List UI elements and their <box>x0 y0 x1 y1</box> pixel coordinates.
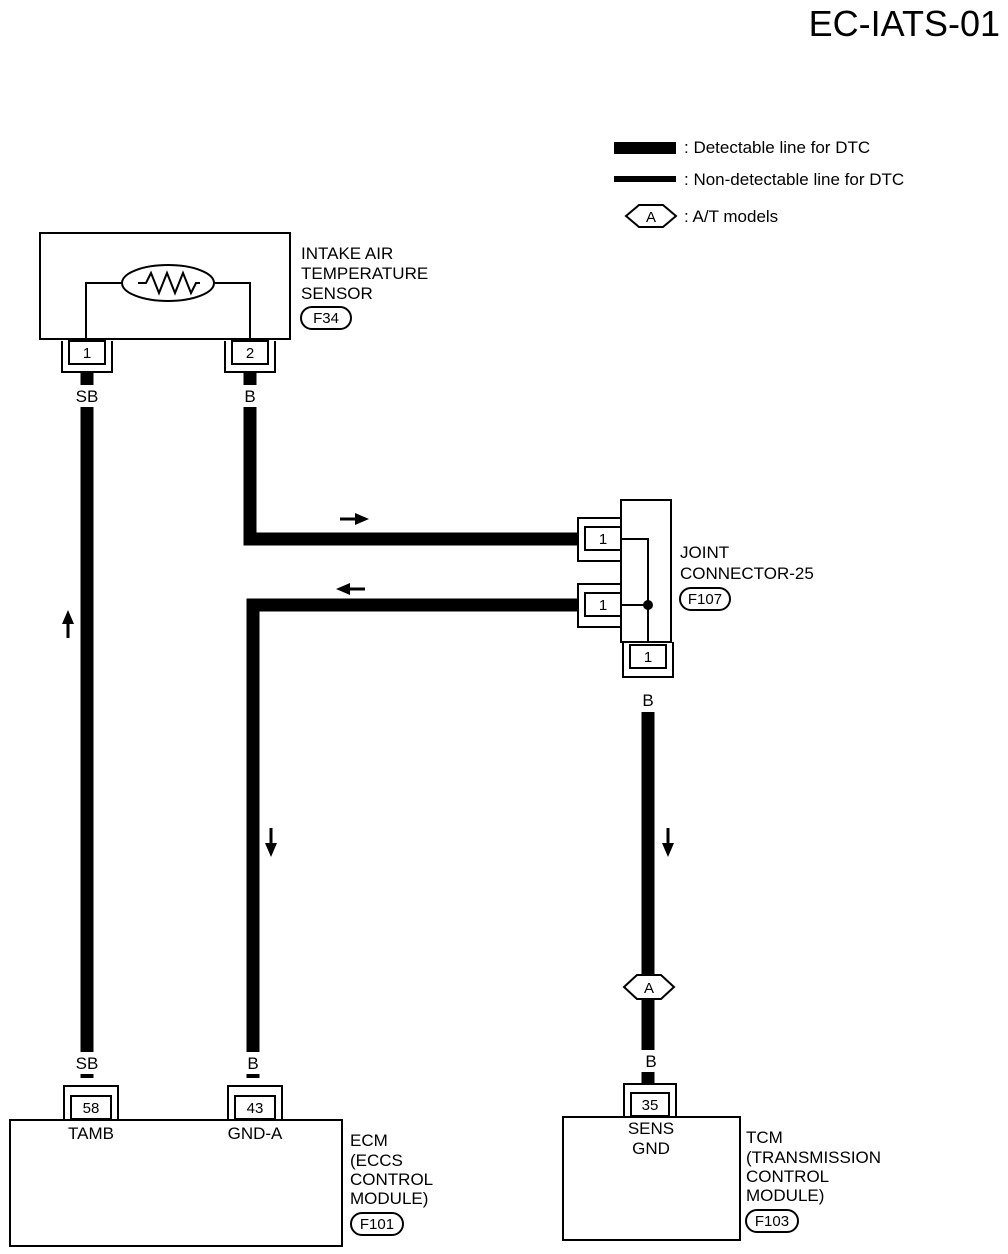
arrow-right-icon <box>340 513 369 525</box>
ecm-terminal-gnd-a: GND-A <box>228 1124 283 1143</box>
ecm-name-line-2: (ECCS <box>350 1151 403 1170</box>
wire-color-b-joint-bottom: B <box>642 691 653 710</box>
arrow-down-icon <box>662 828 674 857</box>
joint-name-line-1: JOINT <box>680 543 729 562</box>
ecm-connector-pin-58: 58 <box>63 1085 119 1120</box>
wire-b-sensor-to-joint <box>243 372 578 546</box>
joint-connector-id-badge <box>679 587 731 611</box>
tcm-name-line-3: CONTROL <box>746 1167 829 1186</box>
joint-name-line-2: CONNECTOR-25 <box>680 564 814 583</box>
svg-text:2: 2 <box>246 345 254 362</box>
arrow-down-icon <box>265 828 277 857</box>
sensor-connector-pin-2: 2 <box>224 340 276 373</box>
sensor-internal-wiring <box>85 282 122 339</box>
joint-connector-pin-lower: 1 <box>577 583 622 628</box>
direction-arrows <box>62 513 674 857</box>
sensor-name-line-2: TEMPERATURE <box>301 264 428 283</box>
arrow-left-icon <box>336 583 365 595</box>
wire-color-b-tcm: B <box>645 1052 656 1071</box>
ecm-module: 58 43 TAMB GND-A ECM (ECCS CONTROL MODUL… <box>9 1085 433 1247</box>
tcm-terminal-line-2: GND <box>632 1139 670 1158</box>
joint-connector-id: F107 <box>688 591 722 608</box>
wire-color-sb-top: SB <box>76 387 99 406</box>
ecm-connector-pin-43: 43 <box>227 1085 283 1120</box>
tcm-name-line-1: TCM <box>746 1128 783 1147</box>
svg-text:35: 35 <box>642 1097 659 1114</box>
label-masks <box>70 385 660 1074</box>
legend-option-symbol: A <box>646 209 656 226</box>
wire-color-sb-bottom: SB <box>76 1054 99 1073</box>
wire-b-joint-to-ecm <box>246 598 578 1078</box>
legend-non-detectable-line <box>614 176 676 182</box>
svg-text:1: 1 <box>599 531 607 548</box>
splice-dot <box>643 600 653 610</box>
intake-air-temperature-sensor: 1 2 INTAKE AIR TEMPERATURE SENSOR F34 <box>39 232 428 373</box>
tcm-body <box>562 1116 741 1241</box>
ecm-name-line-1: ECM <box>350 1131 388 1150</box>
arrow-up-icon <box>62 610 74 638</box>
legend-option-hexagon <box>624 204 678 228</box>
tcm-module: 35 SENS GND TCM (TRANSMISSION CONTROL MO… <box>562 1083 881 1241</box>
sensor-name-line-3: SENSOR <box>301 284 373 303</box>
option-marker: A <box>622 974 676 1000</box>
svg-text:1: 1 <box>644 649 652 666</box>
wire-color-b-joint-upper: B <box>550 530 561 549</box>
wire-color-b-joint-lower: B <box>550 596 561 615</box>
joint-connector-body <box>620 499 672 643</box>
ecm-terminal-tamb: TAMB <box>68 1124 114 1143</box>
ecm-name-line-4: MODULE) <box>350 1189 428 1208</box>
ecm-body <box>9 1119 343 1247</box>
tcm-terminal-line-1: SENS <box>628 1119 674 1138</box>
legend: : Detectable line for DTC : Non-detectab… <box>614 138 904 228</box>
legend-option-text: : A/T models <box>684 207 778 226</box>
sensor-name-line-1: INTAKE AIR <box>301 244 393 263</box>
tcm-name-line-4: MODULE) <box>746 1186 824 1205</box>
tcm-connector-pin-35: 35 <box>623 1083 677 1117</box>
resistor-zigzag <box>138 270 200 296</box>
tcm-name-line-2: (TRANSMISSION <box>746 1148 881 1167</box>
option-hexagon <box>622 974 676 1000</box>
option-marker-symbol: A <box>644 980 654 997</box>
svg-text:43: 43 <box>247 1100 264 1117</box>
ecm-name-line-3: CONTROL <box>350 1170 433 1189</box>
sensor-connector-id: F34 <box>313 310 339 327</box>
legend-detectable-text: : Detectable line for DTC <box>684 138 870 157</box>
ecm-connector-id-badge <box>350 1212 404 1236</box>
svg-text:1: 1 <box>83 345 91 362</box>
page-title: EC-IATS-01 <box>809 3 1000 44</box>
sensor-connector-id-badge <box>300 306 352 330</box>
legend-non-detectable-text: : Non-detectable line for DTC <box>684 170 904 189</box>
svg-text:1: 1 <box>599 597 607 614</box>
tcm-connector-id-badge <box>745 1209 799 1233</box>
joint-connector-pin-bottom: 1 <box>622 642 674 678</box>
sensor-internal-wiring <box>214 282 251 339</box>
joint-connector-pin-upper: 1 <box>577 517 622 562</box>
wire-color-b-ecm: B <box>247 1054 258 1073</box>
wiring-lines <box>80 372 655 1084</box>
joint-connector-25: 1 1 1 JOINT CONNECTOR-25 F107 <box>577 499 814 678</box>
legend-detectable-line <box>614 142 676 154</box>
ecm-connector-id: F101 <box>360 1216 394 1233</box>
sensor-connector-pin-1: 1 <box>61 340 113 373</box>
svg-text:58: 58 <box>83 1100 100 1117</box>
wire-color-b-top: B <box>244 387 255 406</box>
tcm-connector-id: F103 <box>755 1213 789 1230</box>
sensor-body <box>39 232 291 340</box>
